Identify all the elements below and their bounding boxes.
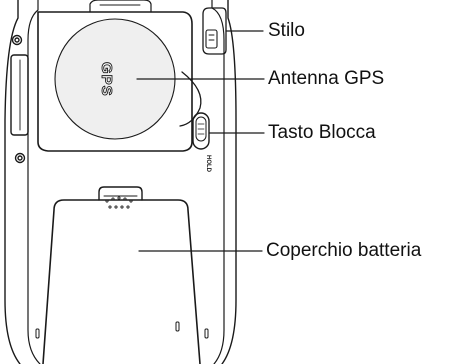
speaker-grille	[105, 196, 133, 209]
top-left-screw	[11, 34, 23, 46]
lock-switch-knob	[195, 116, 207, 142]
left-side-slot	[10, 54, 29, 136]
battery-latch	[98, 186, 143, 201]
antenna-side-bulge	[179, 71, 202, 127]
device-inner-rim	[27, 0, 225, 364]
callout-stylus: Stilo	[268, 20, 305, 41]
lock-switch-frame	[192, 112, 210, 150]
battery-cover	[42, 199, 201, 364]
antenna-panel	[37, 11, 193, 152]
stylus-tip	[205, 29, 218, 49]
callout-gps-antenna: Antenna GPS	[268, 68, 385, 89]
callout-battery-cover: Coperchio batteria	[266, 240, 422, 261]
top-left-screw-inner	[14, 37, 20, 43]
bottom-left-slot	[35, 328, 40, 339]
lower-left-screw	[14, 152, 26, 164]
device-outer-shell	[4, 0, 237, 364]
antenna-gps-marking: GPS	[98, 62, 115, 97]
antenna-panel-top-notch	[89, 0, 152, 13]
bottom-right-slot	[204, 328, 209, 339]
callout-lock-key: Tasto Blocca	[268, 122, 376, 143]
lower-left-screw-inner	[17, 155, 23, 161]
stylus-housing	[202, 7, 227, 55]
hold-switch-marking: HOLD	[205, 155, 211, 173]
bottom-mid-slot	[175, 321, 180, 332]
